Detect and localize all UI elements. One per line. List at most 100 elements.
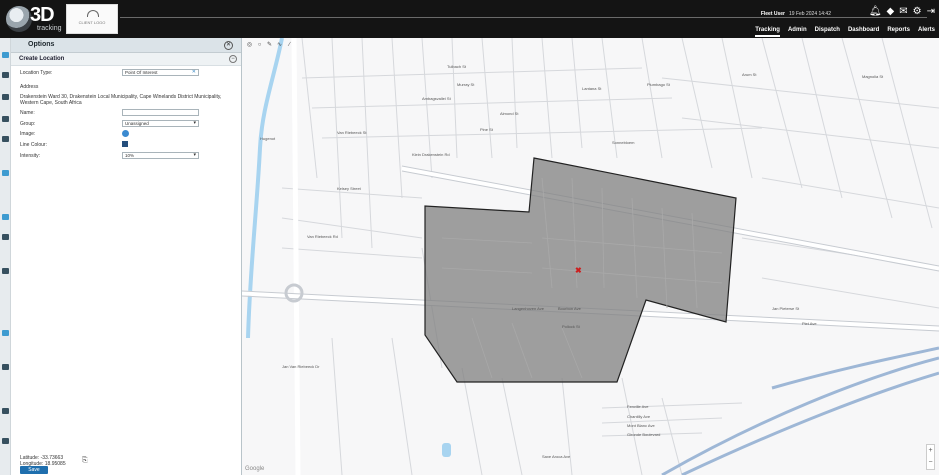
zoom-in-button[interactable]: + — [928, 447, 933, 454]
street-label: Pollock St — [562, 324, 581, 329]
circle-icon[interactable]: ○ — [257, 42, 262, 48]
tab-admin[interactable]: Admin — [787, 27, 807, 33]
vehicle-list-rail[interactable] — [0, 38, 11, 475]
rail-item[interactable] — [2, 214, 9, 220]
name-label: Name: — [20, 110, 35, 116]
latitude-value: -33.73663 — [40, 455, 64, 461]
image-label: Image: — [20, 131, 36, 137]
coordinates: Latitude: -33.73663 Longitude: 18.95085 — [20, 455, 66, 467]
client-logo-text: CLIENT LOGO — [78, 20, 106, 25]
close-icon[interactable]: ✕ — [224, 41, 233, 50]
tab-dashboard[interactable]: Dashboard — [847, 27, 880, 33]
rail-item[interactable] — [2, 116, 9, 122]
tab-reports[interactable]: Reports — [887, 27, 910, 33]
collapse-icon[interactable]: − — [229, 55, 237, 63]
street-label: Tulbach St — [447, 64, 467, 69]
tab-tracking[interactable]: Tracking — [755, 27, 780, 37]
street-label: Magnolia St — [862, 74, 884, 79]
location-type-label: Location Type: — [20, 70, 53, 76]
map-view[interactable]: ✖ Tulbach St Murray St Lantana St Plumba… — [242, 38, 939, 475]
zoom-control[interactable]: + − — [926, 444, 935, 470]
group-value: Unassigned — [125, 121, 149, 126]
address-label: Address — [20, 84, 39, 90]
panel-title: Options — [28, 41, 55, 48]
group-select[interactable]: Unassigned ▾ — [122, 120, 199, 127]
rail-item[interactable] — [2, 234, 9, 240]
bell-icon[interactable]: 🔔︎ — [868, 6, 882, 17]
client-logo-icon — [87, 10, 99, 17]
highway — [661, 346, 939, 475]
street-label: Langenhoven Ave — [512, 306, 545, 311]
location-type-select[interactable]: Point Of Interest ✕ — [122, 69, 199, 76]
rail-item[interactable] — [2, 364, 9, 370]
street-label: Lantana St — [582, 86, 602, 91]
street-label: Arum St — [742, 72, 757, 77]
rail-item[interactable] — [2, 268, 9, 274]
pond — [442, 443, 451, 457]
street-label: Pine St — [480, 127, 494, 132]
chevron-down-icon: ▾ — [193, 120, 196, 126]
address-value: Drakenstein Ward 30, Drakenstein Local M… — [20, 94, 222, 106]
create-location-header[interactable]: Create Location − — [11, 53, 241, 66]
rail-item[interactable] — [2, 52, 9, 58]
rail-item[interactable] — [2, 330, 9, 336]
roundabout — [284, 283, 304, 303]
street-label: Chantilly Ave — [627, 414, 651, 419]
logout-icon[interactable]: ⇥ — [926, 6, 935, 17]
logo-text: 3D — [30, 4, 55, 26]
mail-icon[interactable]: ✉ — [899, 6, 908, 17]
location-type-value: Point Of Interest — [125, 70, 158, 75]
intensity-value: 10% — [125, 153, 135, 158]
tab-alerts[interactable]: Alerts — [917, 27, 935, 33]
clear-icon[interactable]: ✕ — [191, 69, 196, 75]
target-icon[interactable]: ◎ — [246, 42, 253, 48]
user-name: Fleet User — [760, 11, 786, 17]
image-picker-icon[interactable] — [122, 130, 129, 137]
rail-item[interactable] — [2, 170, 9, 176]
options-header: Options ✕ — [11, 38, 241, 53]
app-logo[interactable]: 3D tracking — [6, 4, 64, 34]
copy-icon[interactable]: ⎘ — [82, 457, 88, 464]
save-button[interactable]: Save — [20, 466, 48, 474]
gear-icon[interactable]: ⚙ — [912, 6, 922, 17]
street-label: Almond St — [500, 111, 519, 116]
zoom-out-button[interactable]: − — [928, 459, 933, 466]
street-label: Kelsey Street — [337, 186, 362, 191]
zigzag-icon[interactable]: ∿ — [276, 42, 283, 48]
street-label: Murray St — [457, 82, 475, 87]
rail-item[interactable] — [2, 94, 9, 100]
street-label: Jan Pieterse St — [772, 306, 800, 311]
river — [246, 38, 284, 339]
street-label: Piet Ave — [802, 321, 817, 326]
tab-dispatch[interactable]: Dispatch — [814, 27, 840, 33]
street-label: Mont Blanc Ave — [627, 423, 655, 428]
street-label: Van Riebeeck St — [337, 130, 367, 135]
client-logo: CLIENT LOGO — [66, 4, 118, 34]
rail-item[interactable] — [2, 408, 9, 414]
pencil-icon[interactable]: ✎ — [266, 42, 273, 48]
x-marker[interactable]: ✖ — [575, 266, 582, 275]
location-polygon[interactable] — [424, 157, 737, 383]
logo-subtext: tracking — [37, 25, 62, 32]
street-label: Fenville Ave — [627, 404, 649, 409]
latitude-label: Latitude: — [20, 455, 40, 461]
name-input[interactable] — [122, 109, 199, 116]
line-colour-swatch[interactable] — [122, 141, 128, 147]
intensity-select[interactable]: 10% ▾ — [122, 152, 199, 159]
longitude-label: Longitude: — [20, 461, 44, 467]
ruler-icon[interactable]: ∕ — [288, 42, 290, 48]
minor-streets — [281, 38, 939, 475]
map-canvas[interactable]: ✖ Tulbach St Murray St Lantana St Plumba… — [242, 38, 939, 475]
street-label: Klein Drakenstein Rd — [412, 152, 450, 157]
date-time: 19 Feb 2024 14:42 — [789, 11, 831, 17]
rail-item[interactable] — [2, 438, 9, 444]
tag-icon[interactable]: ◆ — [886, 6, 895, 17]
street-label: Van Riebeeck Rd — [307, 234, 338, 239]
longitude-value: 18.95085 — [44, 461, 66, 467]
header-divider — [120, 17, 927, 18]
rail-item[interactable] — [2, 136, 9, 142]
street-label: Ambagsvallei St — [422, 96, 452, 101]
rail-item[interactable] — [2, 72, 9, 78]
